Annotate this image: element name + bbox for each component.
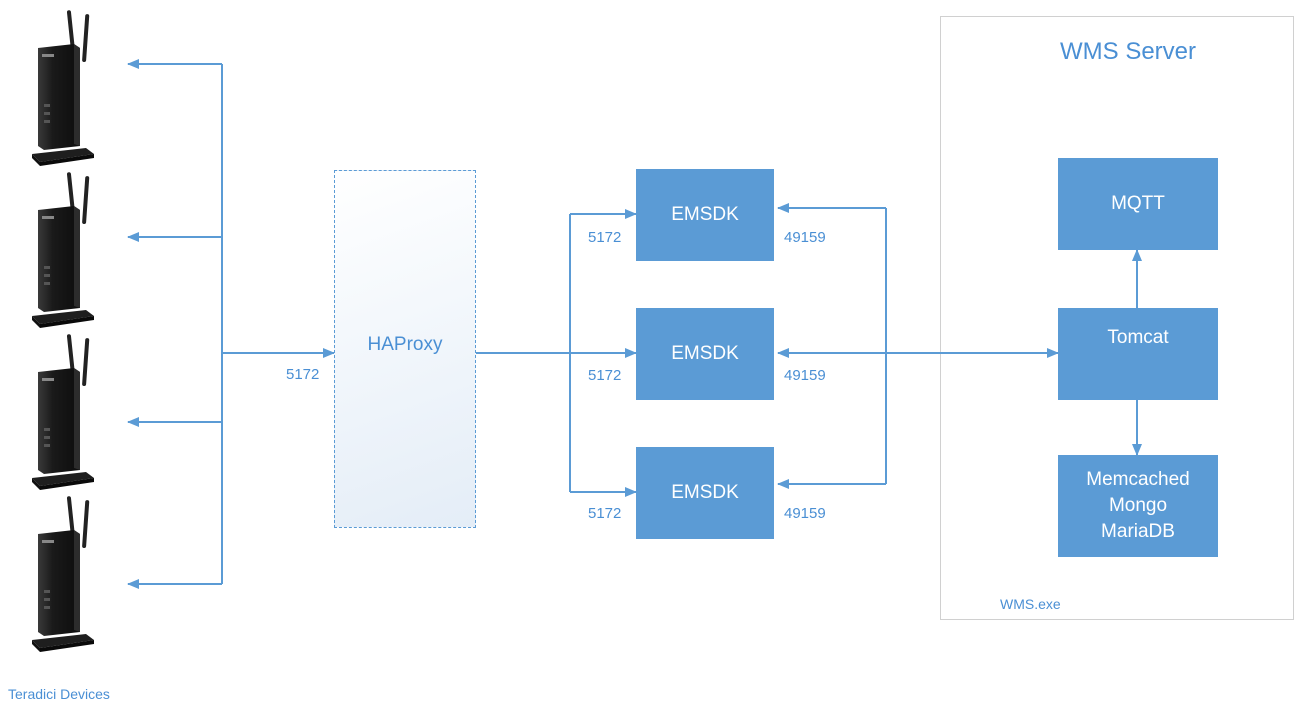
thin-client-device-icon xyxy=(24,8,96,168)
tomcat-box: Tomcat xyxy=(1058,308,1218,400)
emsdk-2-out-port: 49159 xyxy=(784,367,826,384)
emsdk-label: EMSDK xyxy=(671,343,739,364)
emsdk-3-out-port: 49159 xyxy=(784,505,826,522)
wms-exe-label: WMS.exe xyxy=(1000,596,1061,612)
teradici-devices-caption: Teradici Devices xyxy=(8,686,110,702)
storage-box: Memcached Mongo MariaDB xyxy=(1058,455,1218,557)
emsdk-box-2: EMSDK xyxy=(636,308,774,400)
mqtt-label: MQTT xyxy=(1111,193,1165,214)
emsdk-box-3: EMSDK xyxy=(636,447,774,539)
thin-client-device-icon xyxy=(24,494,96,654)
emsdk-label: EMSDK xyxy=(671,204,739,225)
emsdk-box-1: EMSDK xyxy=(636,169,774,261)
wms-server-title: WMS Server xyxy=(1060,38,1197,65)
mongo-label: Mongo xyxy=(1108,495,1168,516)
emsdk-2-in-port: 5172 xyxy=(588,367,622,384)
memcached-label: Memcached xyxy=(1086,469,1190,490)
tomcat-label: Tomcat xyxy=(1107,327,1169,348)
emsdk-label: EMSDK xyxy=(671,482,739,503)
emsdk-3-in-port: 5172 xyxy=(588,505,622,522)
mqtt-box: MQTT xyxy=(1058,158,1218,250)
emsdk-1-out-port: 49159 xyxy=(784,229,826,246)
thin-client-device-icon xyxy=(24,332,96,492)
haproxy-box: HAProxy xyxy=(334,170,476,528)
haproxy-label: HAProxy xyxy=(367,334,443,355)
thin-client-device-icon xyxy=(24,170,96,330)
emsdk-1-in-port: 5172 xyxy=(588,229,622,246)
haproxy-port: 5172 xyxy=(286,366,320,383)
mariadb-label: MariaDB xyxy=(1101,521,1175,542)
